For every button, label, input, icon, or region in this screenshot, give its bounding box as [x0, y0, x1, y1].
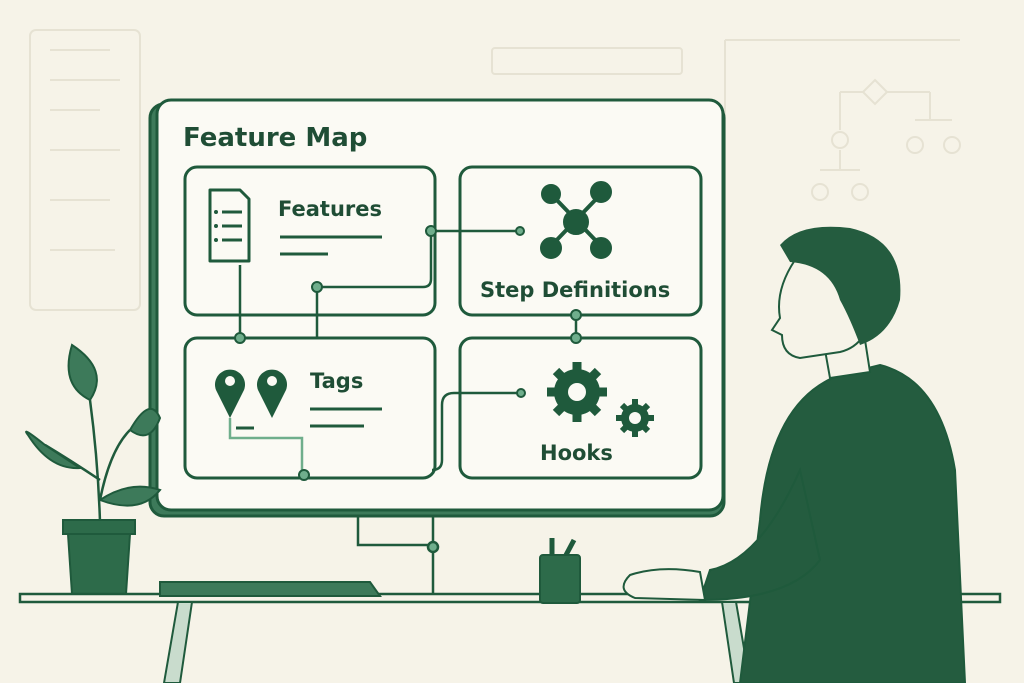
text-placeholder-lines: [310, 407, 382, 428]
pencil-cup: [539, 538, 581, 604]
connector-lines: [238, 229, 578, 472]
feature-map-board: [148, 98, 726, 518]
document-list-icon: [208, 188, 251, 263]
tablet: [159, 581, 382, 597]
card-label-tags: Tags: [310, 369, 363, 393]
connector-nodes: [234, 225, 582, 481]
text-placeholder-lines: [280, 235, 382, 256]
map-pin-icon: [215, 369, 287, 430]
potted-plant: [25, 343, 162, 595]
board-title: Feature Map: [183, 123, 367, 153]
card-label-features: Features: [278, 197, 382, 221]
card-tags[interactable]: [183, 336, 437, 480]
tag-connector: [228, 418, 304, 474]
background-decoration: [29, 29, 961, 311]
board-stand: [356, 515, 440, 595]
network-nodes-icon: [540, 181, 612, 259]
card-label-step-definitions: Step Definitions: [480, 278, 670, 302]
person: [622, 226, 967, 683]
card-label-hooks: Hooks: [540, 441, 613, 465]
desk: [18, 592, 1002, 683]
gears-icon: [547, 362, 654, 437]
card-features[interactable]: [183, 165, 437, 317]
